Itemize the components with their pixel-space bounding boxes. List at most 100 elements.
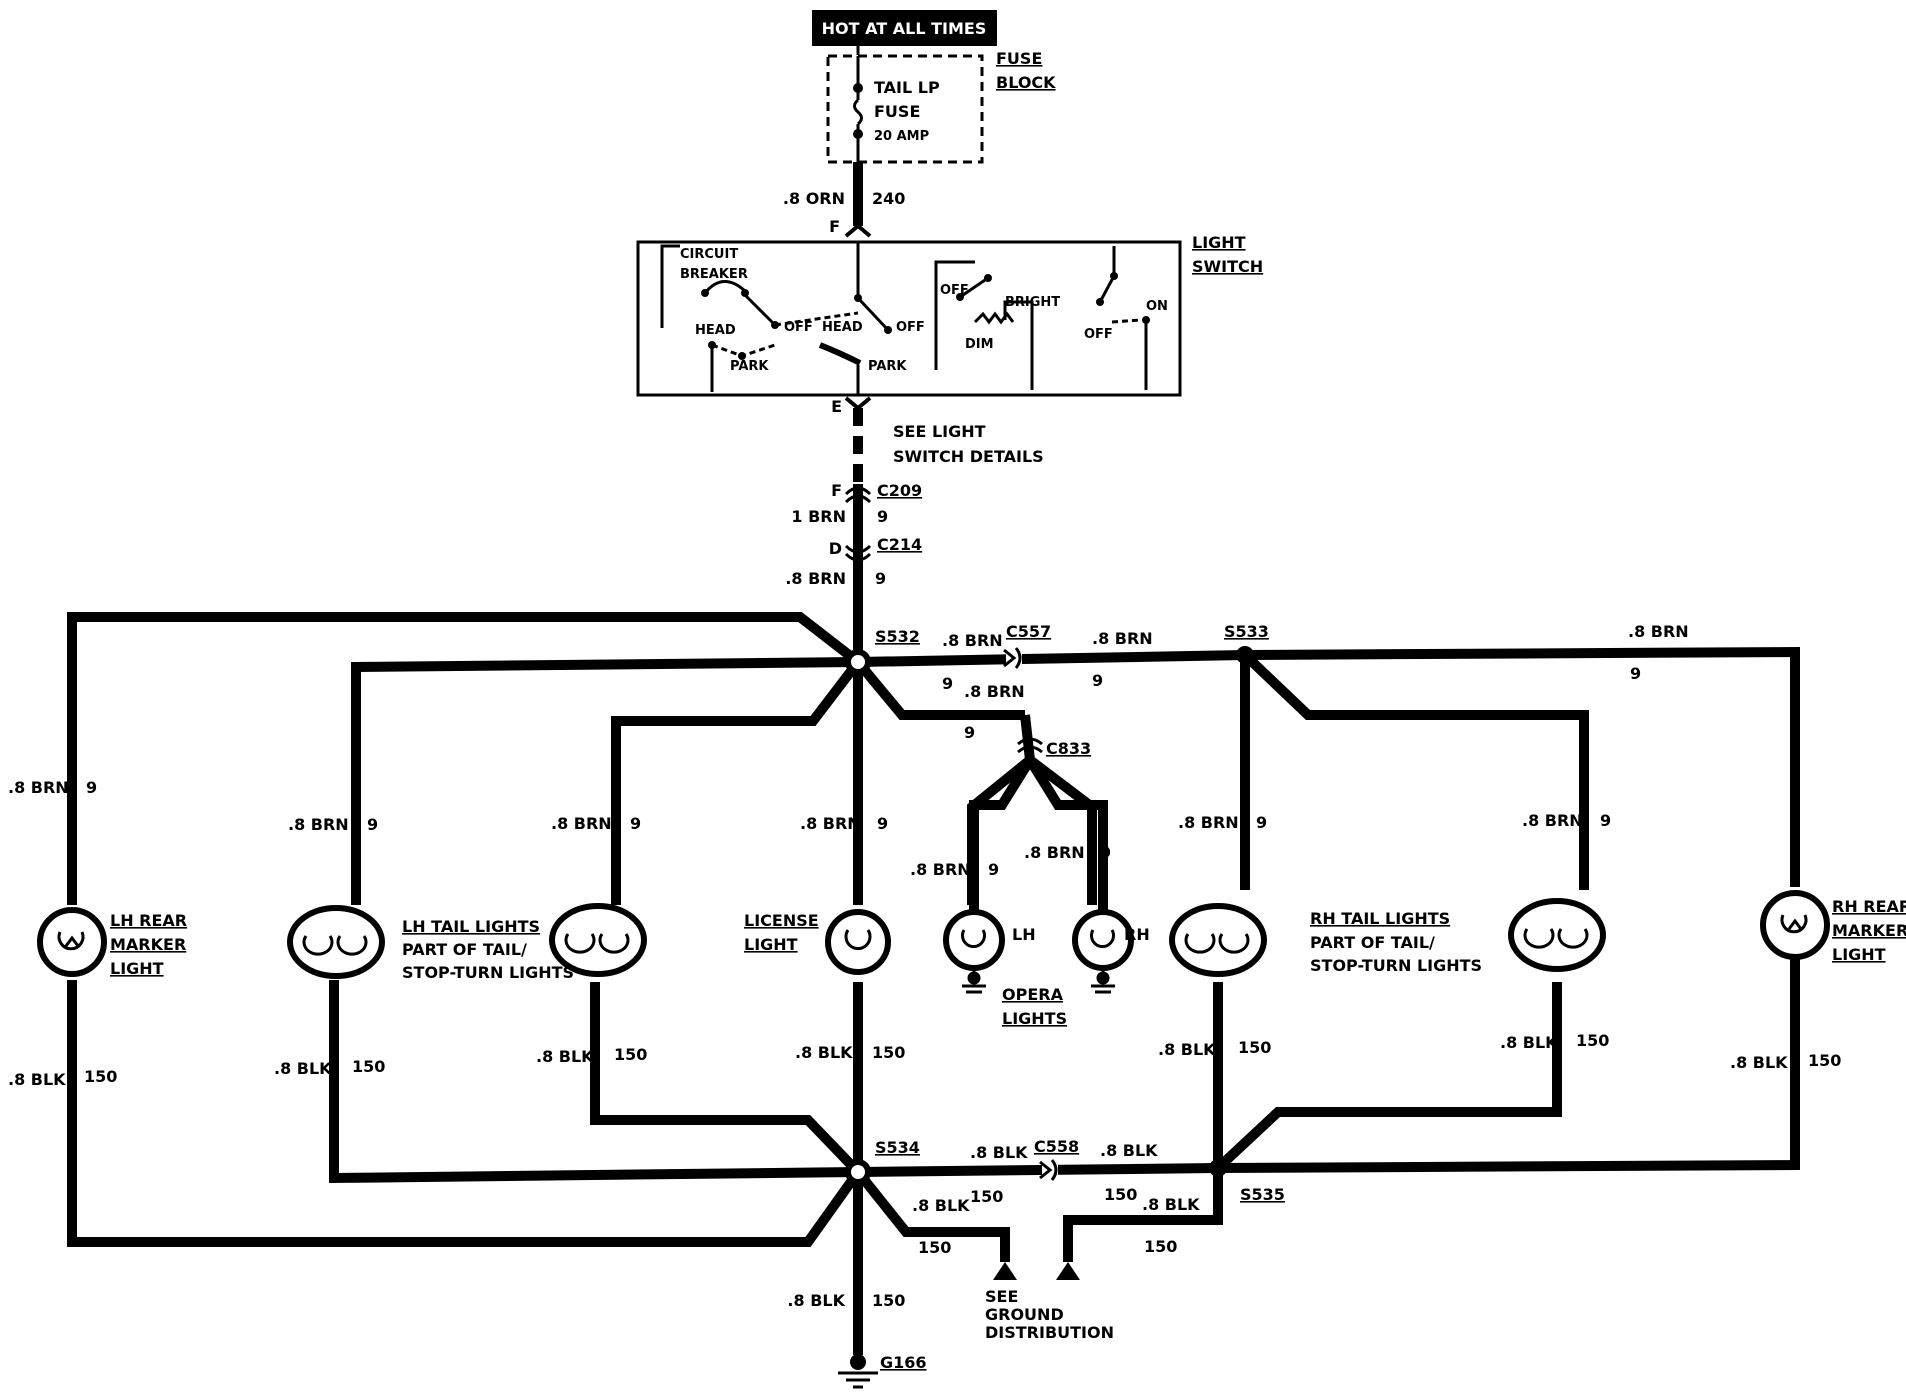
opera-rh-label: RH (1124, 925, 1150, 944)
see-switch-details-line1: SEE LIGHT (893, 422, 986, 441)
fuse-name-line1: TAIL LP (874, 78, 940, 97)
s532-feed-gauge: .8 BRN (785, 569, 846, 588)
c209-wire-gauge: 1 BRN (791, 507, 846, 526)
switch-park-1: PARK (730, 359, 769, 374)
see-switch-details-line2: SWITCH DETAILS (893, 447, 1044, 466)
light-switch-contacts (701, 272, 1150, 360)
lh-tail-label-line3: STOP-TURN LIGHTS (402, 963, 574, 982)
s533-splice (1236, 646, 1254, 664)
switch-off-2: OFF (896, 320, 925, 335)
ground-dist-arrow-right (1056, 1262, 1080, 1280)
c558-connector (1039, 1159, 1058, 1181)
s535-branch-circuit: 150 (1104, 1185, 1137, 1204)
lh-tail-inner-gnd-circuit: 150 (614, 1045, 647, 1064)
c558-right-gauge: .8 BLK (1100, 1141, 1158, 1160)
rh-marker-gnd-circuit: 150 (1808, 1051, 1841, 1070)
rh-marker-label-line3: LIGHT (1832, 945, 1886, 964)
light-switch-label-line2: SWITCH (1192, 257, 1263, 276)
rh-marker-label-line2: MARKER (1832, 921, 1906, 940)
lh-tail-outer-gnd-gauge: .8 BLK (274, 1059, 332, 1078)
rh-tail-inner-feed-circuit: 9 (1256, 813, 1267, 832)
s534-ground-circuit: 150 (918, 1238, 951, 1257)
opera-lh-label: LH (1012, 925, 1036, 944)
lh-rear-marker-lamp (37, 907, 107, 977)
lh-tail-outer-feed-gauge: .8 BRN (288, 815, 349, 834)
lh-marker-feed-circuit: 9 (86, 778, 97, 797)
rh-tail-outer-feed-gauge: .8 BRN (1522, 811, 1583, 830)
rh-run-circuit: 9 (1630, 664, 1641, 683)
rh-tail-outer-gnd-circuit: 150 (1576, 1031, 1609, 1050)
lh-marker-feed-gauge: .8 BRN (8, 778, 69, 797)
fuse-terminal-top (853, 83, 863, 93)
opera-lamp-lh (943, 909, 1005, 971)
license-gnd-circuit: 150 (872, 1043, 905, 1062)
lh-marker-label-line1: LH REAR (110, 911, 187, 930)
hot-at-all-times-box (812, 10, 997, 46)
rh-tail-outer-feed-circuit: 9 (1600, 811, 1611, 830)
lh-marker-label-line3: LIGHT (110, 959, 164, 978)
c557-right-gauge: .8 BRN (1092, 629, 1153, 648)
s532-label: S532 (875, 627, 920, 646)
c557-left-circuit: 9 (942, 674, 953, 693)
c557-label: C557 (1006, 622, 1051, 641)
lh-marker-gnd-gauge: .8 BLK (8, 1070, 66, 1089)
lh-tail-outer-gnd-circuit: 150 (352, 1057, 385, 1076)
feed-wire-gauge: .8 ORN (783, 189, 845, 208)
g166-ground-terminal (850, 1354, 866, 1370)
s535-splice (1209, 1159, 1227, 1177)
g166-wire-circuit: 150 (872, 1291, 905, 1310)
license-lamp (825, 909, 891, 975)
s534-branch-gauge: .8 BLK (912, 1196, 970, 1215)
c214-label: C214 (877, 535, 922, 554)
switch-on: ON (1146, 299, 1168, 314)
opera-feed-wire (1020, 714, 1035, 761)
lh-tail-outer-feed-circuit: 9 (367, 815, 378, 834)
rh-tail-inner-feed-gauge: .8 BRN (1178, 813, 1239, 832)
s532-splice (845, 649, 871, 675)
lh-tail-label-line1: LH TAIL LIGHTS (402, 917, 540, 936)
license-gnd-gauge: .8 BLK (795, 1043, 853, 1062)
license-feed-gauge: .8 BRN (800, 814, 861, 833)
c833-label: C833 (1046, 739, 1091, 758)
s534-splice (845, 1159, 871, 1185)
rh-tail-inner-gnd-circuit: 150 (1238, 1038, 1271, 1057)
c557-connector (1003, 647, 1022, 669)
switch-head-2: HEAD (822, 320, 863, 335)
c214-pin: D (829, 539, 842, 558)
blk-ground-network (67, 955, 1800, 1355)
switch-pin-e: E (831, 397, 842, 416)
lh-tail-lamp-outer (287, 905, 385, 979)
s535-branch-gauge: .8 BLK (1142, 1195, 1200, 1214)
rh-tail-label-line3: STOP-TURN LIGHTS (1310, 956, 1482, 975)
ground-dist-line2: GROUND (985, 1305, 1064, 1324)
switch-off-3: OFF (940, 283, 969, 298)
switch-pin-f-connector (844, 223, 872, 238)
ground-dist-line1: SEE (985, 1287, 1018, 1306)
lh-tail-lamp-inner (549, 903, 647, 977)
rh-marker-label-line1: RH REAR (1832, 897, 1906, 916)
rh-tail-label-line2: PART OF TAIL/ (1310, 933, 1435, 952)
fuse-name-line2: FUSE (874, 102, 920, 121)
opera-lamp-rh (1072, 909, 1134, 971)
rh-tail-lamp-outer (1508, 898, 1606, 972)
rh-tail-inner-gnd-gauge: .8 BLK (1158, 1040, 1216, 1059)
ground-dist-arrow-left (993, 1262, 1017, 1280)
opera-feed-circuit: 9 (964, 723, 975, 742)
lh-tail-inner-feed-gauge: .8 BRN (551, 814, 612, 833)
light-switch-internals (660, 242, 1148, 395)
s533-label: S533 (1224, 622, 1269, 641)
c558-label: C558 (1034, 1137, 1079, 1156)
fuse-block-box (826, 54, 984, 164)
opera-split (969, 757, 1108, 910)
opera-lh-feed-circuit: 9 (988, 860, 999, 879)
opera-label-line1: OPERA (1002, 985, 1064, 1004)
switch-pin-e-connector (844, 396, 872, 411)
switch-pin-f: F (829, 217, 840, 236)
switch-dim: DIM (965, 337, 994, 352)
rh-tail-label-line1: RH TAIL LIGHTS (1310, 909, 1450, 928)
license-label-line2: LIGHT (744, 935, 798, 954)
c833-connector (1017, 737, 1043, 754)
switch-head-1: HEAD (695, 323, 736, 338)
c209-label: C209 (877, 481, 922, 500)
